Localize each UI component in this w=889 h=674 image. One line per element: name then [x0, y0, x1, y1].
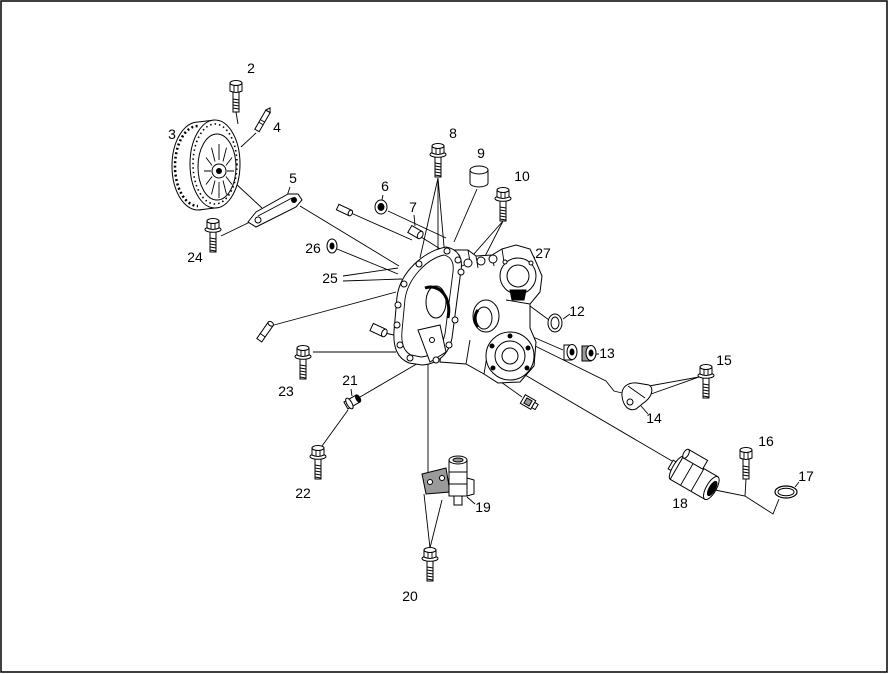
part-14-cover — [621, 382, 653, 411]
callout-3[interactable]: 3 — [168, 126, 176, 142]
callout-labels: 2 3 4 5 6 7 8 9 10 12 13 14 15 16 17 18 … — [168, 60, 814, 604]
guide-pin-upper — [335, 203, 354, 217]
callout-18[interactable]: 18 — [672, 495, 688, 511]
callout-25[interactable]: 25 — [322, 270, 338, 286]
part-13-bushing — [563, 344, 597, 362]
part-7-sleeve — [407, 224, 424, 240]
callout-14[interactable]: 14 — [646, 410, 662, 426]
part-6-seal-ring — [374, 199, 388, 215]
callout-16[interactable]: 16 — [758, 433, 774, 449]
guide-pin-lower — [369, 322, 388, 338]
part-12-shaft-seal — [547, 313, 563, 333]
callout-27[interactable]: 27 — [535, 245, 551, 261]
callout-10[interactable]: 10 — [514, 168, 530, 184]
callout-2[interactable]: 2 — [247, 60, 255, 76]
callout-22[interactable]: 22 — [295, 485, 311, 501]
callout-19[interactable]: 19 — [475, 499, 491, 515]
part-5-release-fork — [247, 193, 303, 228]
part-9-cap — [469, 165, 489, 188]
guide-pin-left — [256, 320, 274, 343]
callout-8[interactable]: 8 — [449, 125, 457, 141]
part-26-bushing — [326, 238, 338, 254]
part-21-sensor — [343, 394, 362, 410]
connector-plug — [519, 393, 539, 411]
callout-23[interactable]: 23 — [278, 383, 294, 399]
callout-7[interactable]: 7 — [409, 199, 417, 215]
callout-13[interactable]: 13 — [599, 345, 615, 361]
part-18-starter-motor — [667, 448, 720, 501]
callout-9[interactable]: 9 — [477, 145, 485, 161]
callout-21[interactable]: 21 — [342, 372, 358, 388]
callout-12[interactable]: 12 — [569, 303, 585, 319]
callout-20[interactable]: 20 — [402, 588, 418, 604]
callout-15[interactable]: 15 — [716, 352, 732, 368]
part-19-actuator — [421, 455, 475, 506]
callout-5[interactable]: 5 — [289, 170, 297, 186]
part-4-dowel-pin — [254, 107, 271, 133]
part-27-transmission-housing — [393, 244, 543, 384]
part-3-clutch-pressure-plate — [171, 119, 241, 211]
part-17-o-ring — [774, 485, 798, 499]
callout-17[interactable]: 17 — [798, 468, 814, 484]
callout-26[interactable]: 26 — [305, 240, 321, 256]
leader-lines — [177, 111, 800, 549]
callout-4[interactable]: 4 — [273, 119, 281, 135]
callout-6[interactable]: 6 — [381, 178, 389, 194]
callout-24[interactable]: 24 — [187, 249, 203, 265]
